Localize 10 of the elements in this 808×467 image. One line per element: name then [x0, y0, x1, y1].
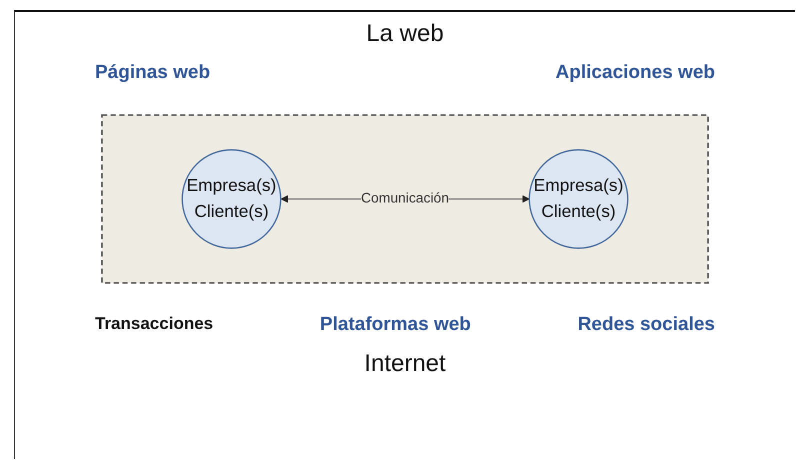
circle-node: Empresa(s) Cliente(s) [182, 149, 282, 249]
category-label: Plataformas web [320, 314, 471, 336]
category-label: Páginas web [95, 62, 210, 84]
text-label: Transacciones [95, 314, 214, 335]
circle-node: Empresa(s) Cliente(s) [528, 149, 628, 249]
caption: Internet [363, 350, 447, 378]
category-label: Aplicaciones web [556, 62, 715, 84]
edge-label: Comunicación [360, 191, 450, 206]
category-label: Redes sociales [578, 314, 715, 336]
title: La web [365, 20, 445, 48]
